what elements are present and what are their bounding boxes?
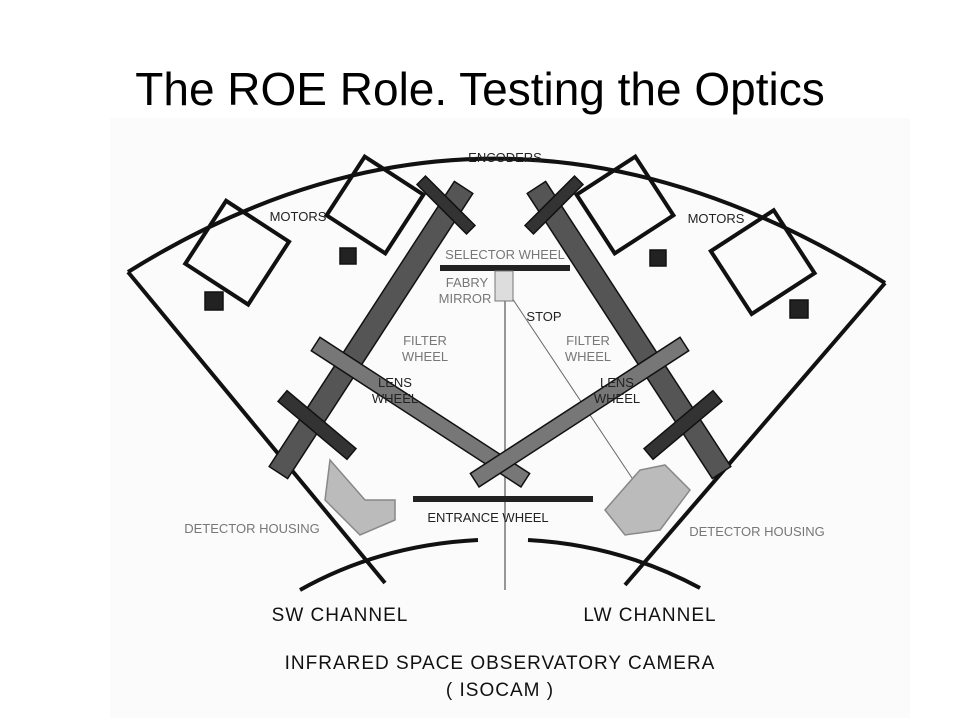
label-lw-channel: LW CHANNEL xyxy=(583,605,716,626)
left-arm-assembly xyxy=(182,153,531,536)
caption-sub: ( ISOCAM ) xyxy=(446,680,554,701)
label-mirror: MIRROR xyxy=(439,291,492,306)
label-motors-right: MOTORS xyxy=(688,211,745,226)
label-encoders: ENCODERS xyxy=(468,150,542,165)
label-lens-right: LENS xyxy=(600,375,634,390)
label-filter-wheel-right: WHEEL xyxy=(565,349,611,364)
slide-title: The ROE Role. Testing the Optics xyxy=(135,63,825,115)
label-fabry: FABRY xyxy=(446,275,489,290)
instrument-outline xyxy=(126,156,887,592)
beam-path xyxy=(509,294,641,491)
label-lens-wheel-right: WHEEL xyxy=(594,391,640,406)
label-lens-wheel-left: WHEEL xyxy=(372,391,418,406)
label-filter-wheel-left: WHEEL xyxy=(402,349,448,364)
label-filter-right: FILTER xyxy=(566,333,610,348)
label-stop: STOP xyxy=(526,309,561,324)
label-detector-housing-left: DETECTOR HOUSING xyxy=(184,521,320,536)
label-detector-housing-right: DETECTOR HOUSING xyxy=(689,524,825,539)
label-entrance-wheel: ENTRANCE WHEEL xyxy=(427,510,548,525)
label-filter-left: FILTER xyxy=(403,333,447,348)
label-sw-channel: SW CHANNEL xyxy=(272,605,409,626)
fabry-mirror xyxy=(494,270,514,302)
label-selector-wheel: SELECTOR WHEEL xyxy=(445,247,565,262)
label-motors-left: MOTORS xyxy=(270,209,327,224)
label-lens-left: LENS xyxy=(378,375,412,390)
right-arm-assembly xyxy=(469,153,818,536)
caption: INFRARED SPACE OBSERVATORY CAMERA xyxy=(285,653,716,674)
selector-wheel-bar xyxy=(440,265,570,271)
entrance-wheel-bar xyxy=(413,496,593,502)
